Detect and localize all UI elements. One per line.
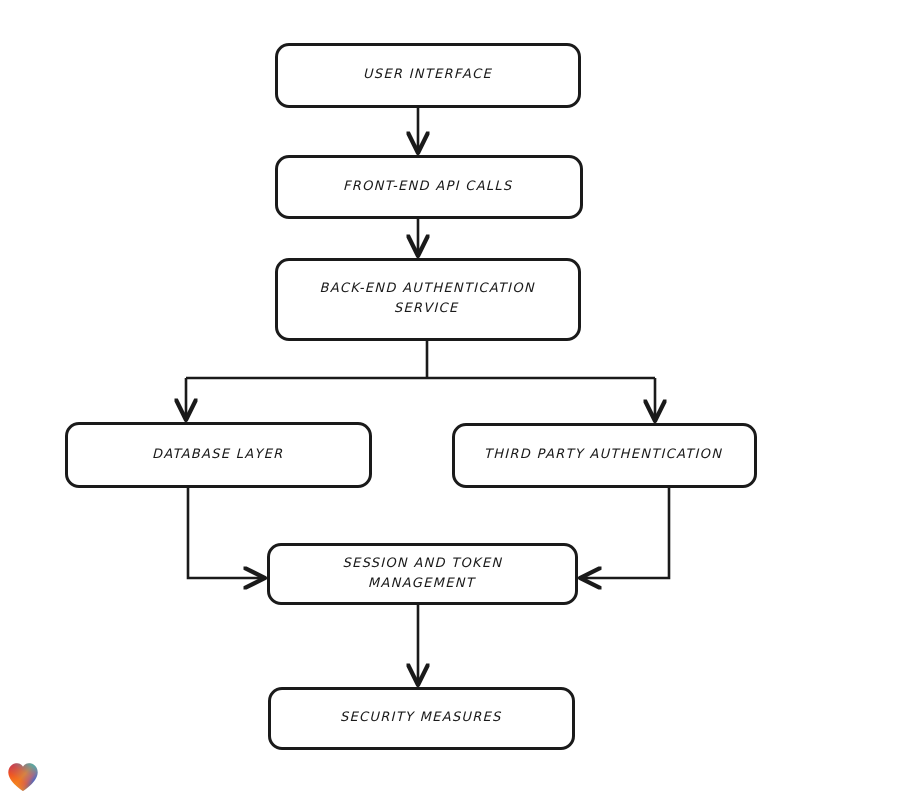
node-label: User Interface (363, 67, 493, 83)
heart-icon (8, 763, 38, 792)
node-third-party-authentication[interactable]: Third Party Authentication (452, 423, 757, 488)
node-security-measures[interactable]: Security Measures (268, 687, 575, 750)
edge-database-to-session (186, 488, 263, 578)
node-label: Session and Token Management (342, 555, 504, 591)
node-back-end-authentication-service[interactable]: Back-End Authentication Service (275, 258, 581, 341)
node-label: Database Layer (152, 446, 285, 462)
node-database-layer[interactable]: Database Layer (65, 422, 372, 488)
node-label: Third Party Authentication (484, 447, 725, 463)
node-session-and-token-management[interactable]: Session and Token Management (267, 543, 578, 605)
node-user-interface[interactable]: User Interface (275, 43, 581, 108)
node-label: Security Measures (340, 710, 503, 726)
node-front-end-api-calls[interactable]: Front-End API Calls (275, 155, 583, 219)
node-label: Front-End API Calls (343, 178, 515, 194)
node-label: Back-End Authentication Service (320, 281, 537, 317)
edge-thirdparty-to-session (582, 488, 671, 578)
